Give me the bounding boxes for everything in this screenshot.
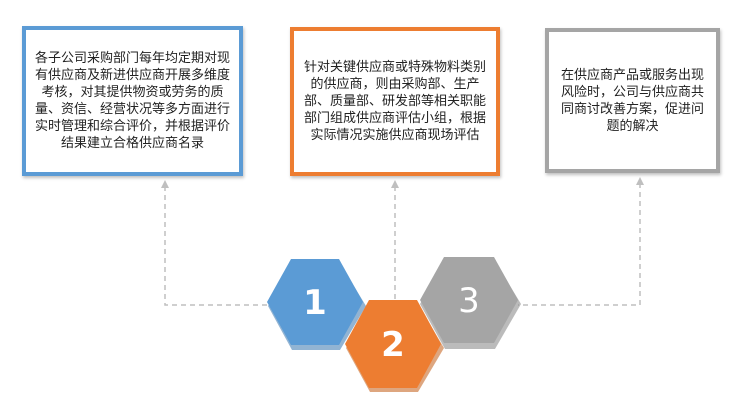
step-1-text: 各子公司采购部门每年均定期对现有供应商及新进供应商开展多维度考核，对其提供物资或… [34, 51, 230, 151]
connector-3 [518, 183, 641, 306]
step-1-description-box: 各子公司采购部门每年均定期对现有供应商及新进供应商开展多维度考核，对其提供物资或… [22, 26, 243, 176]
step-2-text: 针对关键供应商或特殊物料类别的供应商，则由采购部、生产部、质量部、研发部等相关职… [303, 60, 486, 143]
step-2-description-box: 针对关键供应商或特殊物料类别的供应商，则由采购部、生产部、质量部、研发部等相关职… [290, 27, 500, 176]
arrow-up-icon [161, 180, 169, 188]
step-label-3: 3 [458, 281, 480, 321]
connector-1 [164, 186, 267, 306]
step-3-description-box: 在供应商产品或服务出现风险时，公司与供应商共同商讨改善方案，促进问题的解决 [545, 28, 720, 173]
hexagon-1: 1 [267, 259, 366, 350]
step-3-text: 在供应商产品或服务出现风险时，公司与供应商共同商讨改善方案，促进问题的解决 [560, 67, 704, 134]
hexagon-3: 3 [420, 257, 521, 349]
step-label-1: 1 [303, 283, 327, 323]
arrow-up-icon [391, 180, 399, 188]
arrow-up-icon [636, 177, 644, 185]
hexagon-2: 2 [345, 300, 444, 392]
step-label-2: 2 [381, 325, 405, 365]
